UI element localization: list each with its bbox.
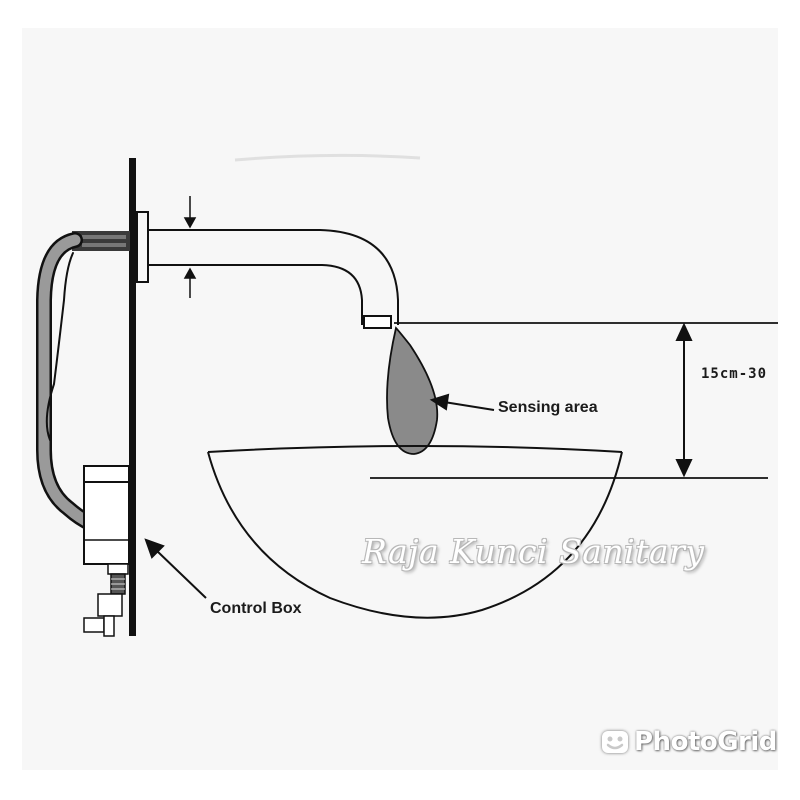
- control-box: [83, 465, 130, 637]
- sensing-area-label: Sensing area: [498, 399, 598, 416]
- spout-thickness-arrows: [183, 196, 197, 298]
- faucet-spout: [148, 229, 399, 329]
- dimension-arrow: [675, 322, 693, 478]
- wall-flange: [136, 211, 149, 283]
- basin: [207, 445, 623, 619]
- sensing-area-pointer: [429, 393, 495, 411]
- control-box-label: Control Box: [210, 600, 302, 617]
- photogrid-logo-icon: [600, 729, 630, 755]
- watermark-text: Raja Kunci Sanitary: [362, 532, 705, 571]
- sensing-area-drop: [386, 326, 439, 455]
- distance-label: 15cm-30: [701, 366, 768, 382]
- hose-connector: [72, 231, 130, 251]
- wall: [129, 158, 136, 636]
- control-box-pointer: [144, 538, 207, 599]
- photogrid-badge: PhotoGrid: [600, 727, 777, 757]
- photogrid-brand-name: PhotoGrid: [634, 727, 777, 757]
- background-smudge: [234, 153, 421, 162]
